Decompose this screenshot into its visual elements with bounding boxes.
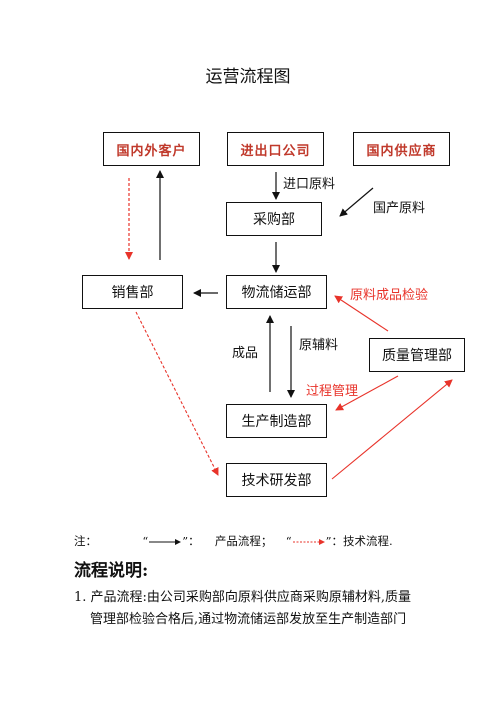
box-quality: 质量管理部 (369, 338, 465, 372)
box-domestic-customer: 国内外客户 (103, 132, 200, 166)
legend-note: 注： “”： 产品流程； “”：技术流程. (74, 533, 393, 549)
section-heading: 流程说明: (74, 561, 149, 581)
box-logistics: 物流储运部 (226, 275, 327, 309)
description-paragraph: 1. 产品流程:由公司采购部向原料供应商采购原辅材料,质量 管理部检验合格后,通… (74, 587, 474, 631)
arrow-quality-to-production (335, 375, 399, 411)
box-sales: 销售部 (82, 275, 183, 309)
legend-product-flow: 产品流程； (214, 534, 273, 548)
label-imported-material: 进口原料 (283, 177, 336, 192)
legend-quote-close-1: ”： (182, 534, 200, 548)
arrow-quality-to-logistics (334, 295, 389, 332)
label-domestic-material: 国产原料 (373, 201, 426, 216)
arrow-rnd-to-quality (331, 379, 453, 480)
legend-quote-close-2: ”： (325, 534, 343, 548)
legend-solid-arrow-icon (149, 539, 182, 545)
box-import-export: 进出口公司 (227, 132, 324, 166)
box-production: 生产制造部 (226, 404, 327, 438)
arrow-sales-to-rnd (135, 311, 219, 476)
legend-dashed-arrow-icon (292, 539, 325, 545)
description-line-1: 1. 产品流程:由公司采购部向原料供应商采购原辅材料,质量 (74, 590, 412, 605)
box-purchasing: 采购部 (226, 202, 322, 236)
page-title: 运营流程图 (205, 67, 291, 87)
legend-quote-open-2: “ (285, 534, 292, 548)
legend-quote-open-1: “ (142, 534, 149, 548)
label-raw-auxiliary: 原辅料 (299, 338, 339, 353)
label-material-product-inspection: 原料成品检验 (350, 288, 429, 303)
legend-prefix: 注： (74, 534, 97, 548)
label-finished-goods: 成品 (232, 346, 259, 361)
description-line-2: 管理部检验合格后,通过物流储运部发放至生产制造部门 (90, 612, 407, 627)
legend-tech-flow: 技术流程. (343, 534, 393, 548)
arrow-supplier-to-purchasing (339, 187, 374, 217)
label-process-management: 过程管理 (306, 384, 359, 399)
box-rnd: 技术研发部 (226, 463, 327, 497)
box-domestic-supplier: 国内供应商 (353, 132, 450, 166)
